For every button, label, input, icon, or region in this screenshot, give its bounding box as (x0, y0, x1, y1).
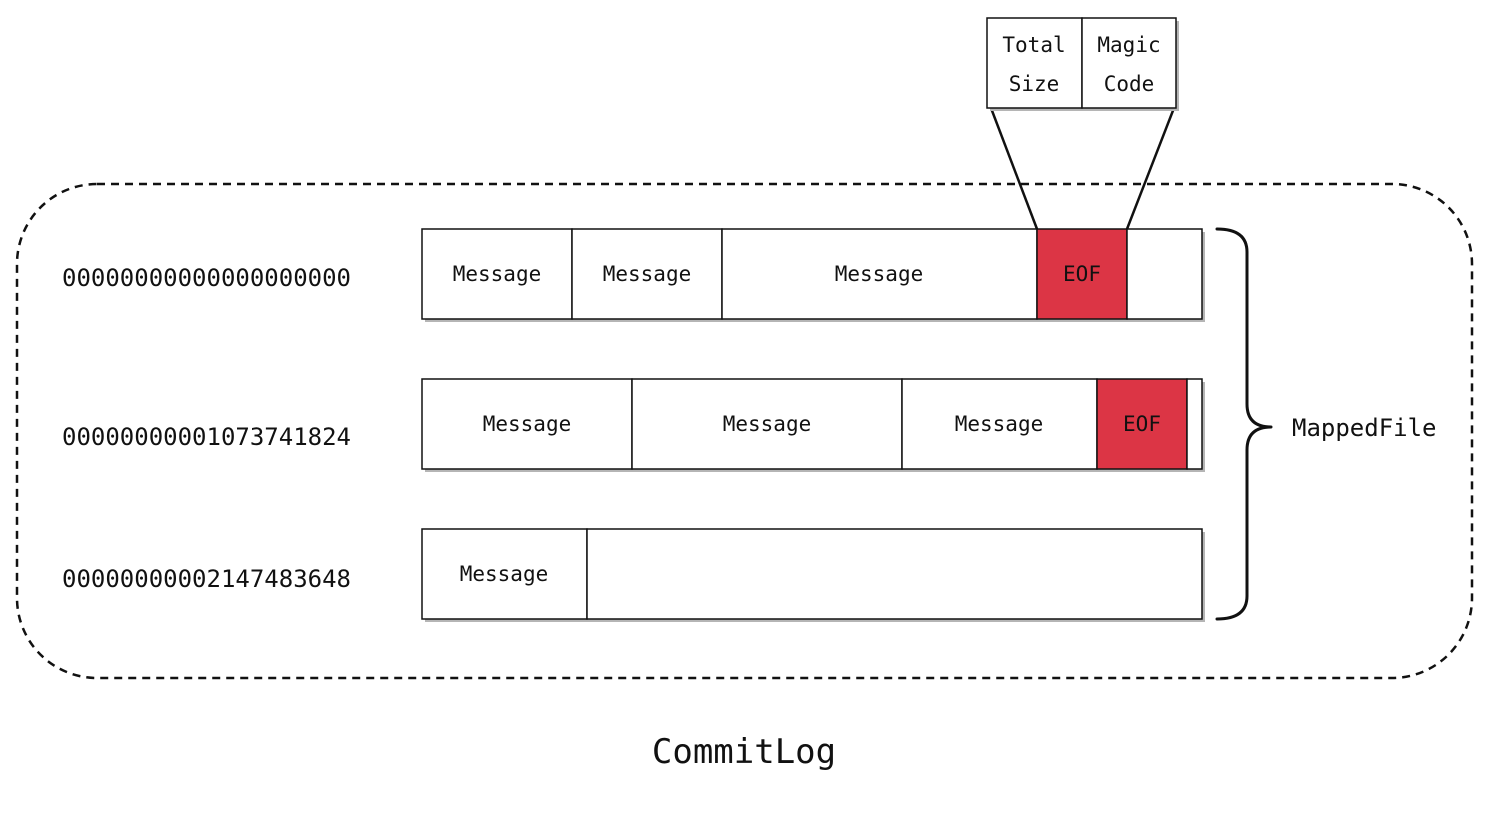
file-offset-label: 00000000001073741824 (62, 423, 351, 451)
block-label: Message (483, 412, 572, 436)
total-size-label: Size (1009, 72, 1060, 96)
magic-code-label: Code (1104, 72, 1155, 96)
message-block (421, 378, 633, 470)
mapped-file-row: Message Message Message EOF (421, 378, 1205, 472)
eof-label: EOF (1063, 262, 1101, 286)
empty-block (586, 528, 1203, 620)
empty-block (1186, 378, 1203, 470)
eof-block (1036, 228, 1128, 320)
total-size-field (986, 17, 1083, 109)
message-block (631, 378, 903, 470)
eof-callout-line (989, 107, 1039, 230)
mapped-file-row: Message Message Message EOF (421, 228, 1205, 322)
eof-label: EOF (1123, 412, 1161, 436)
message-block (421, 228, 573, 320)
block-label: Message (603, 262, 692, 286)
empty-block (1126, 228, 1203, 320)
mapped-file-brace (1215, 227, 1273, 621)
block-label: Message (460, 562, 549, 586)
block-label: Message (835, 262, 924, 286)
message-block (721, 228, 1038, 320)
eof-callout-line (1125, 107, 1176, 230)
commitlog-container (15, 182, 1474, 680)
diagram-title: CommitLog (652, 732, 836, 772)
mapped-file-label: MappedFile (1292, 414, 1437, 442)
block-label: Message (453, 262, 542, 286)
magic-code-label: Magic (1097, 33, 1160, 57)
block-label: Message (723, 412, 812, 436)
mapped-file-row: Message (421, 528, 1205, 622)
total-size-label: Total (1002, 33, 1065, 57)
file-offset-label: 00000000002147483648 (62, 565, 351, 593)
message-block (571, 228, 723, 320)
file-offset-label: 00000000000000000000 (62, 264, 351, 292)
message-block (421, 528, 588, 620)
magic-code-field (1081, 17, 1177, 109)
block-label: Message (955, 412, 1044, 436)
